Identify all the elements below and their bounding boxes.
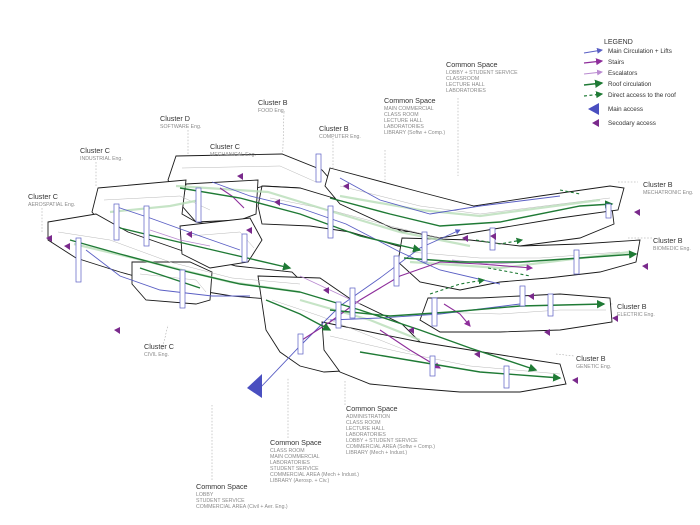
svg-text:Common Space: Common Space	[384, 96, 436, 105]
svg-text:INDUSTRIAL Eng.: INDUSTRIAL Eng.	[80, 156, 123, 162]
block-genetic	[321, 321, 567, 393]
svg-text:COMMERCIAL AREA (Civil + Aer.: COMMERCIAL AREA (Civil + Aer. Eng.)	[196, 504, 288, 510]
svg-text:LABORATORIES: LABORATORIES	[446, 88, 486, 94]
svg-text:LECTURE HALL: LECTURE HALL	[346, 426, 385, 432]
legend-item-direct: Direct access to the roof	[608, 92, 676, 99]
common-space-3: Common Space ADMINISTRATION CLASS ROOM L…	[346, 404, 435, 456]
building-blocks	[47, 153, 641, 393]
block-biomedic	[397, 237, 641, 291]
svg-text:Cluster B: Cluster B	[319, 124, 349, 133]
svg-text:Common Space: Common Space	[446, 60, 498, 69]
svg-text:FOOD Eng.: FOOD Eng.	[258, 108, 285, 114]
svg-text:Cluster C: Cluster C	[28, 192, 58, 201]
svg-text:LOBBY + STUDENT SERVICE: LOBBY + STUDENT SERVICE	[446, 70, 518, 76]
svg-text:LABORATORIES: LABORATORIES	[346, 432, 386, 438]
svg-text:MECHANICAL Eng.: MECHANICAL Eng.	[210, 152, 256, 158]
legend-swatch-escalators	[583, 69, 603, 76]
common-space-labels: Common Space LOBBY + STUDENT SERVICE CLA…	[196, 60, 518, 510]
svg-text:BIOMEDIC Eng.: BIOMEDIC Eng.	[653, 246, 691, 252]
svg-text:CLASSROOM: CLASSROOM	[446, 76, 479, 82]
direct-roof-access	[429, 189, 581, 295]
svg-text:ELECTRIC Eng.: ELECTRIC Eng.	[617, 312, 655, 318]
svg-text:COMPUTER Eng.: COMPUTER Eng.	[319, 134, 361, 140]
svg-text:STUDENT SERVICE: STUDENT SERVICE	[196, 498, 245, 504]
svg-text:CIVIL Eng.: CIVIL Eng.	[144, 352, 169, 358]
access-markers	[46, 173, 648, 398]
svg-text:LOBBY: LOBBY	[196, 492, 214, 498]
legend-main-access-icon	[588, 103, 599, 115]
legend-item-roof: Roof circulation	[608, 81, 652, 88]
svg-text:LIBRARY (Aerosp. + Civ.): LIBRARY (Aerosp. + Civ.)	[270, 478, 330, 484]
svg-text:Cluster B: Cluster B	[576, 354, 606, 363]
svg-text:CLASS ROOM: CLASS ROOM	[346, 420, 381, 426]
legend-swatch-direct	[583, 91, 604, 99]
legend-swatch-stairs	[583, 58, 604, 66]
svg-text:ADMINISTRATION: ADMINISTRATION	[346, 414, 390, 420]
vertical-cores	[75, 153, 612, 389]
legend-swatch-main	[583, 47, 603, 54]
svg-text:COMMERCIAL AREA (Mech + Indust: COMMERCIAL AREA (Mech + Indust.)	[270, 472, 359, 478]
svg-text:STUDENT SERVICE: STUDENT SERVICE	[270, 466, 319, 472]
svg-text:Common Space: Common Space	[346, 404, 398, 413]
legend-swatch-roof	[583, 79, 604, 88]
svg-text:Cluster C: Cluster C	[80, 146, 110, 155]
legend-item-main: Main Circulation + Lifts	[608, 48, 672, 55]
svg-text:Cluster C: Cluster C	[210, 142, 240, 151]
common-space-5: Common Space LOBBY STUDENT SERVICE COMME…	[196, 482, 288, 510]
legend-secondary-access-icon	[592, 119, 599, 127]
common-space-2: Common Space MAIN COMMERCIAL CLASS ROOM …	[384, 96, 445, 136]
svg-text:MAIN COMMERCIAL: MAIN COMMERCIAL	[384, 106, 434, 112]
legend-title: LEGEND	[604, 39, 633, 46]
svg-text:COMMERCIAL AREA (Softw + Comp.: COMMERCIAL AREA (Softw + Comp.)	[346, 444, 435, 450]
svg-text:LIBRARY (Softw + Comp.): LIBRARY (Softw + Comp.)	[384, 130, 445, 136]
svg-text:LABORATORIES: LABORATORIES	[384, 124, 424, 130]
common-space-4: Common Space CLASS ROOM MAIN COMMERCIAL …	[270, 438, 359, 484]
svg-text:MECHATRONIC Eng.: MECHATRONIC Eng.	[643, 190, 693, 196]
block-mechatronic	[324, 167, 625, 239]
svg-text:Cluster B: Cluster B	[643, 180, 673, 189]
svg-text:CLASS ROOM: CLASS ROOM	[384, 112, 419, 118]
svg-text:Cluster B: Cluster B	[258, 98, 288, 107]
legend-item-escalators: Escalators	[608, 70, 637, 77]
svg-text:Cluster B: Cluster B	[653, 236, 683, 245]
secondary-access-icon	[237, 173, 243, 180]
svg-text:Cluster C: Cluster C	[144, 342, 174, 351]
svg-text:SOFTWARE Eng.: SOFTWARE Eng.	[160, 124, 201, 130]
svg-text:GENETIC Eng.: GENETIC Eng.	[576, 364, 611, 370]
svg-text:MAIN COMMERCIAL: MAIN COMMERCIAL	[270, 454, 320, 460]
legend-item-main-access: Main access	[608, 106, 643, 113]
svg-text:Common Space: Common Space	[196, 482, 248, 491]
svg-text:Cluster D: Cluster D	[160, 114, 190, 123]
svg-text:LABORATORIES: LABORATORIES	[270, 460, 310, 466]
svg-text:LECTURE HALL: LECTURE HALL	[446, 82, 485, 88]
svg-text:CLASS ROOM: CLASS ROOM	[270, 448, 305, 454]
roof-circulation	[69, 187, 638, 382]
svg-text:Cluster B: Cluster B	[617, 302, 647, 311]
main-access-icon	[247, 374, 262, 398]
svg-text:LECTURE HALL: LECTURE HALL	[384, 118, 423, 124]
legend-item-stairs: Stairs	[608, 59, 624, 66]
common-space-1: Common Space LOBBY + STUDENT SERVICE CLA…	[446, 60, 518, 94]
svg-text:LIBRARY (Mech + Indust.): LIBRARY (Mech + Indust.)	[346, 450, 407, 456]
legend-item-secondary-access: Secodary access	[608, 120, 656, 127]
svg-text:AEROSPATIAL Eng.: AEROSPATIAL Eng.	[28, 202, 75, 208]
svg-text:Common Space: Common Space	[270, 438, 322, 447]
legend: LEGEND Main Circulation + Lifts Stairs E…	[583, 39, 676, 127]
svg-text:LOBBY + STUDENT SERVICE: LOBBY + STUDENT SERVICE	[346, 438, 418, 444]
